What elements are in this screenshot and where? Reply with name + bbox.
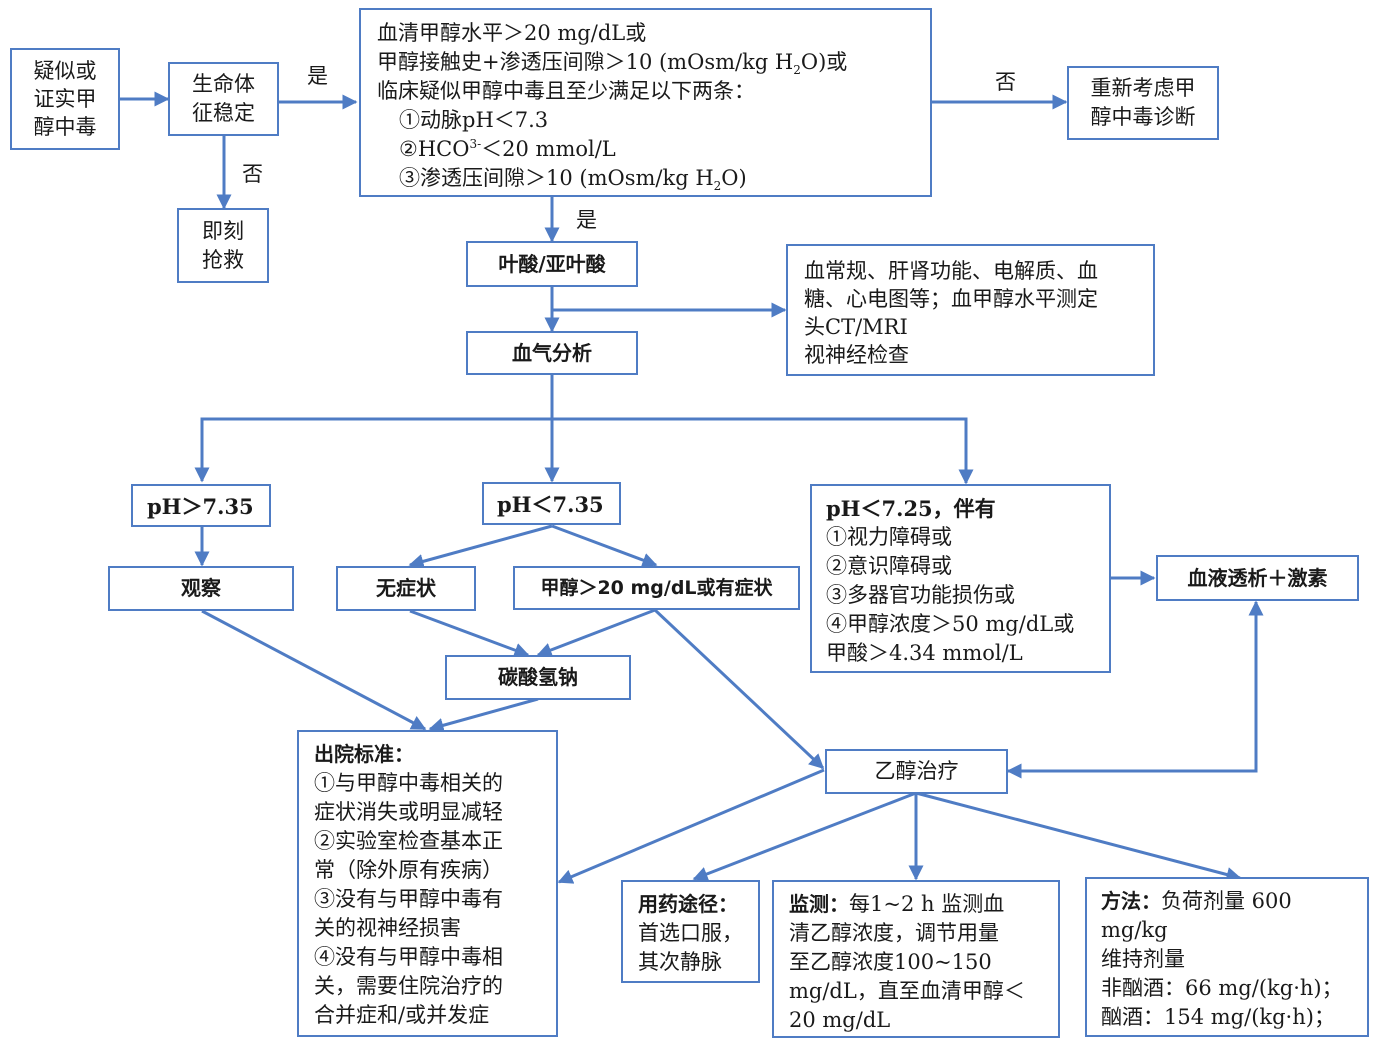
node-reconsider-diagnosis: 重新考虑甲 醇中毒诊断	[1067, 66, 1219, 140]
node-monitoring: 监测：每1~2 h 监测血 清乙醇浓度，调节用量 至乙醇浓度100~150 mg…	[772, 880, 1060, 1038]
node-diagnostic-criteria: 血清甲醇水平＞20 mg/dL或 甲醇接触史+渗透压间隙＞10 (mOsm/kg…	[359, 8, 932, 197]
discharge-title: 出院标准：	[314, 742, 414, 766]
discharge-line: 关，需要住院治疗的	[314, 974, 503, 998]
node-ph-low: pH＜7.35	[482, 482, 621, 525]
severe-line: ④甲醇浓度＞50 mg/dL或	[826, 612, 1075, 636]
node-lab-tests: 血常规、肝肾功能、电解质、血 糖、心电图等；血甲醇水平测定 头CT/MRI 视神…	[786, 244, 1155, 376]
arrow-symptoms-to-bicarb	[536, 608, 656, 658]
lab-line: 视神经检查	[804, 343, 909, 367]
lab-line: 血常规、肝肾功能、电解质、血	[804, 259, 1098, 283]
node-asymptomatic: 无症状	[336, 566, 476, 611]
monitor-line: 清乙醇浓度，调节用量	[789, 921, 999, 945]
superscript: 3-	[469, 137, 482, 151]
text-part: 甲醇接触史+渗透压间隙＞10 (mOsm/kg H	[377, 50, 794, 74]
node-sodium-bicarbonate: 碳酸氢钠	[445, 655, 631, 700]
node-methanol-or-symptoms: 甲醇＞20 mg/dL或有症状	[513, 566, 800, 610]
lab-line: 糖、心电图等；血甲醇水平测定	[804, 287, 1098, 311]
node-suspected-poisoning: 疑似或 证实甲 醇中毒	[10, 48, 120, 150]
discharge-line: ③没有与甲醇中毒有	[314, 887, 503, 911]
node-ethanol-therapy: 乙醇治疗	[825, 749, 1008, 794]
subscript: 2	[713, 179, 722, 194]
node-text: 疑似或	[33, 59, 97, 83]
label-yes: 是	[307, 64, 328, 88]
node-discharge-criteria: 出院标准： ①与甲醇中毒相关的 症状消失或明显减轻 ②实验室检查基本正 常（除外…	[297, 730, 558, 1037]
severe-line: 甲酸＞4.34 mmol/L	[826, 641, 1023, 665]
text-part: ③渗透压间隙＞10 (mOsm/kg H	[399, 166, 714, 190]
node-immediate-rescue: 即刻 抢救	[177, 208, 269, 283]
criteria-item: ①动脉pH＜7.3	[399, 108, 549, 132]
route-line: 其次静脉	[638, 950, 722, 974]
node-text: 征稳定	[192, 101, 255, 125]
label-no: 否	[995, 70, 1016, 94]
discharge-line: 症状消失或明显减轻	[314, 800, 503, 824]
node-text: 重新考虑甲	[1090, 76, 1196, 100]
text-part: O)或	[800, 50, 848, 74]
method-line: 负荷剂量 600	[1161, 889, 1292, 913]
label-yes: 是	[576, 208, 597, 232]
method-line: 维持剂量	[1101, 947, 1185, 971]
route-line: 首选口服，	[638, 921, 743, 945]
monitor-line: 至乙醇浓度100~150	[789, 950, 992, 974]
discharge-line: 合并症和/或并发症	[314, 1003, 490, 1027]
arrow-ph-low-to-symptoms	[551, 524, 658, 568]
text-part: ②HCO	[399, 137, 470, 161]
arrow-bicarb-to-discharge	[428, 697, 539, 733]
method-line: 酗酒：154 mg/(kg·h)；	[1101, 1005, 1335, 1029]
discharge-line: 常（除外原有疾病）	[314, 858, 503, 882]
node-text: 即刻	[202, 218, 244, 243]
subscript: 2	[793, 63, 801, 78]
discharge-line: ①与甲醇中毒相关的	[314, 771, 503, 795]
branch-bar	[200, 417, 968, 481]
arrow-ethanol-dialysis-link	[1006, 600, 1264, 779]
severe-line: ②意识障碍或	[826, 554, 952, 578]
discharge-line: ④没有与甲醇中毒相	[314, 945, 503, 969]
discharge-line: 关的视神经损害	[314, 916, 461, 940]
criteria-item: ③渗透压间隙＞10 (mOsm/kg H2O)	[377, 164, 930, 193]
node-text: 醇中毒诊断	[1090, 105, 1196, 129]
method-line: 非酗酒：66 mg/(kg·h)；	[1101, 976, 1343, 1000]
node-vitals-stable: 生命体 征稳定	[168, 62, 279, 136]
lab-line: 头CT/MRI	[804, 315, 908, 339]
discharge-line: ②实验室检查基本正	[314, 829, 503, 853]
node-ph-severe: pH＜7.25，伴有 ①视力障碍或 ②意识障碍或 ③多器官功能损伤或 ④甲醇浓度…	[810, 484, 1111, 673]
criteria-line: 血清甲醇水平＞20 mg/dL或	[377, 21, 647, 45]
node-observe: 观察	[108, 566, 294, 611]
criteria-line: 甲醇接触史+渗透压间隙＞10 (mOsm/kg H2O)或	[377, 48, 930, 77]
arrow-symptoms-to-ethanol	[653, 608, 825, 770]
node-dialysis-hormone: 血液透析＋激素	[1156, 555, 1359, 601]
method-line: mg/kg	[1101, 918, 1168, 942]
node-administration-route: 用药途径： 首选口服， 其次静脉	[621, 880, 760, 983]
severe-line: ③多器官功能损伤或	[826, 583, 1015, 607]
node-text: 醇中毒	[33, 115, 97, 139]
arrow-ethanol-to-route	[692, 791, 917, 882]
text-part: O)	[721, 166, 747, 190]
label-no: 否	[242, 162, 263, 186]
node-method-dosage: 方法：负荷剂量 600 mg/kg 维持剂量 非酗酒：66 mg/(kg·h)；…	[1085, 877, 1369, 1037]
node-ph-high: pH＞7.35	[131, 484, 271, 527]
monitor-line: mg/dL，直至血清甲醇＜	[789, 979, 1025, 1003]
route-title: 用药途径：	[638, 892, 738, 916]
monitor-line: 每1~2 h 监测血	[849, 892, 1005, 916]
monitor-title: 监测：	[789, 892, 849, 916]
node-text: 抢救	[202, 247, 244, 272]
criteria-item: ②HCO3-＜20 mmol/L	[377, 135, 930, 164]
node-folic-acid: 叶酸/亚叶酸	[466, 241, 638, 287]
arrow-ph-low-to-asymptomatic	[408, 524, 553, 569]
severe-line: ①视力障碍或	[826, 525, 952, 549]
method-title: 方法：	[1101, 889, 1161, 913]
severe-line: pH＜7.25，伴有	[826, 496, 996, 521]
node-blood-gas: 血气分析	[466, 331, 638, 375]
arrow-ethanol-to-discharge	[557, 768, 825, 884]
monitor-line: 20 mg/dL	[789, 1008, 891, 1032]
text-part: ＜20 mmol/L	[481, 137, 616, 161]
node-text: 证实甲	[33, 87, 97, 111]
arrow-asymptomatic-to-bicarb	[409, 609, 530, 658]
arrow-ethanol-to-method	[915, 791, 1242, 882]
arrow-observe-to-discharge	[201, 609, 427, 731]
node-text: 生命体	[192, 72, 255, 96]
criteria-line: 临床疑似甲醇中毒且至少满足以下两条：	[377, 79, 755, 103]
